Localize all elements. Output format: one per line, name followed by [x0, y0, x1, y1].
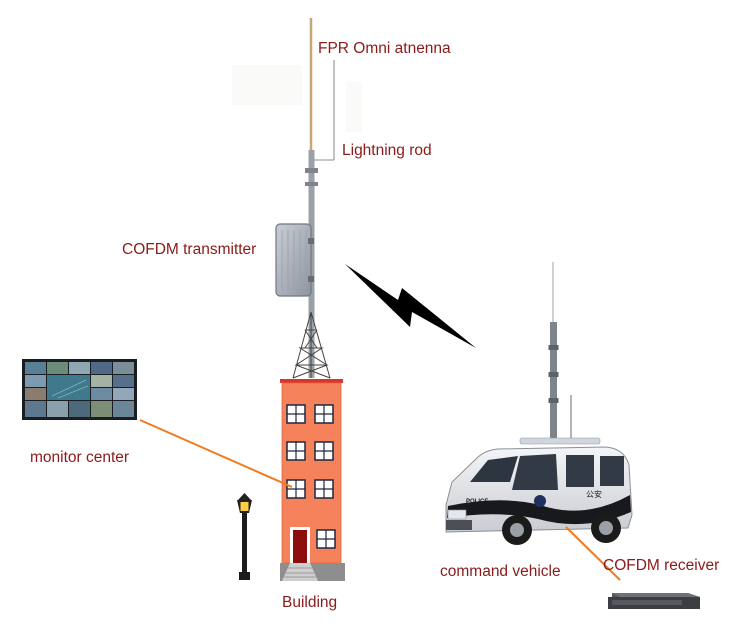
antenna-label: FPR Omni atnenna [318, 40, 451, 57]
monitor-connector-line [139, 419, 293, 488]
background-smudge [232, 65, 362, 132]
van-police-text: POLICE [466, 499, 488, 505]
building-icon [280, 379, 345, 581]
monitor-center-label: monitor center [30, 449, 129, 466]
command-vehicle-label: command vehicle [440, 563, 561, 580]
lattice-tower-icon [292, 311, 331, 379]
building-label: Building [282, 594, 337, 611]
police-van-icon: POLICE 公安 [445, 437, 633, 545]
video-wall-icon [22, 359, 137, 420]
mast-antenna-icon [548, 262, 572, 442]
signal-bolt-icon [345, 264, 476, 348]
transmitter-box-icon [275, 223, 314, 297]
van-gongan-text: 公安 [586, 489, 602, 499]
building-steps [280, 563, 345, 581]
transmitter-label: COFDM transmitter [122, 241, 256, 258]
receiver-label: COFDM receiver [603, 557, 719, 574]
command-vehicle: POLICE 公安 [445, 262, 633, 545]
building-door [290, 527, 310, 563]
lightning-rod-label: Lightning rod [342, 142, 432, 159]
street-lamp-icon [237, 493, 252, 580]
tower-mast [275, 18, 335, 379]
receiver-connector-line [565, 526, 621, 581]
receiver-box-icon [608, 593, 700, 609]
lightning-rod-icon [309, 60, 335, 161]
